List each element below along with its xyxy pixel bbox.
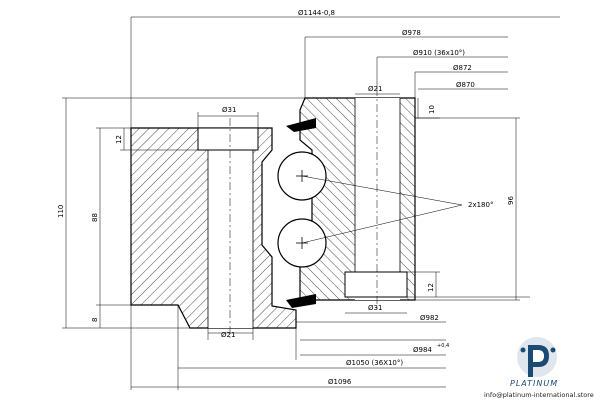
upper-seal xyxy=(286,118,316,132)
top-dimensions: Ø1144-0,8 Ø978 Ø910 (36x10°) Ø872 Ø870 Ø… xyxy=(130,9,560,130)
lower-seal xyxy=(286,294,316,308)
dim-110: 110 xyxy=(57,205,65,218)
right-dimensions: 10 12 96 xyxy=(400,98,530,301)
bottom-dimensions: Ø31 Ø21 Ø982 Ø984 +0,4 Ø1050 (36X10°) Ø1… xyxy=(130,304,449,390)
dim-1144: Ø1144-0,8 xyxy=(298,9,335,17)
left-dimensions: 110 88 12 8 xyxy=(57,97,305,329)
dim-12-right: 12 xyxy=(427,283,435,292)
contact-email: info@platinum-international.store xyxy=(484,391,594,399)
dim-88: 88 xyxy=(91,213,99,222)
logo-wordmark: PLATINUM xyxy=(510,379,558,388)
dim-910: Ø910 (36x10°) xyxy=(413,49,465,57)
dim-978: Ø978 xyxy=(402,29,421,37)
dim-10-right: 10 xyxy=(428,105,436,114)
contact-angle-label: 2x180° xyxy=(468,201,493,209)
dim-872: Ø872 xyxy=(453,64,472,72)
dim-8-left: 8 xyxy=(91,318,99,322)
outer-ring-section xyxy=(130,118,297,338)
dim-31-top: Ø31 xyxy=(222,106,236,114)
dim-12-left: 12 xyxy=(115,135,123,144)
dim-96-right: 96 xyxy=(507,196,515,205)
platinum-logo: PLATINUM xyxy=(510,337,558,388)
dim-984: Ø984 xyxy=(413,346,432,354)
dim-21-top: Ø21 xyxy=(368,85,382,93)
dim-1050: Ø1050 (36X10°) xyxy=(346,359,403,367)
dim-1096: Ø1096 xyxy=(328,378,352,386)
dim-984-tolerance: +0,4 xyxy=(437,343,449,349)
dim-982: Ø982 xyxy=(420,314,439,322)
dim-31-bottom: Ø31 xyxy=(368,304,382,312)
inner-ring-section xyxy=(299,88,416,310)
dim-870: Ø870 xyxy=(456,81,475,89)
dim-21-bottom: Ø21 xyxy=(221,331,235,339)
